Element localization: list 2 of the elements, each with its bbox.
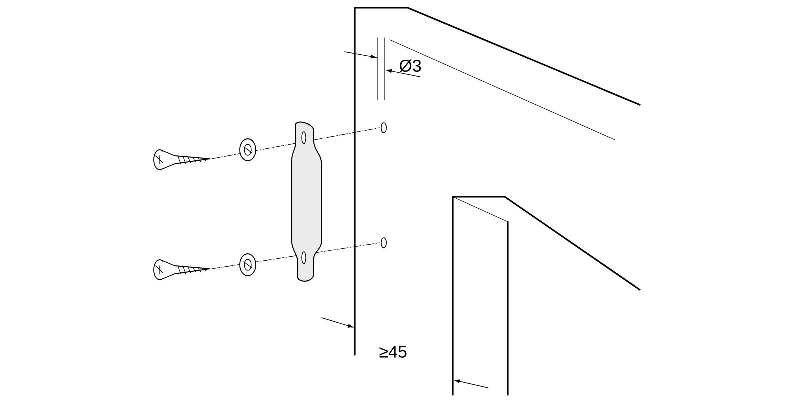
dimension-label: Ø3: [400, 60, 422, 72]
dimension-label: ≥45: [380, 346, 407, 358]
